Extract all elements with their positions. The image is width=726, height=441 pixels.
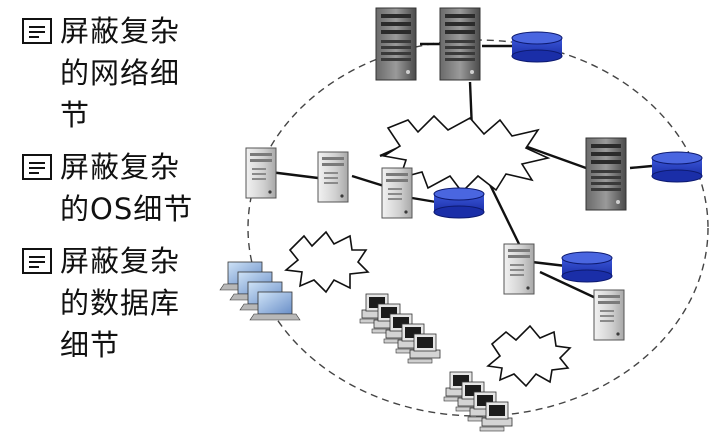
network-boundary-ring <box>247 39 709 417</box>
bullet-line: 的OS细节 <box>60 192 194 226</box>
bullet-line: 的网络细 <box>60 56 181 90</box>
bullet-line: 屏蔽复杂 <box>60 14 181 48</box>
bullet-line: 节 <box>60 98 91 132</box>
bullet-line: 屏蔽复杂 <box>60 150 181 184</box>
client-cluster <box>443 371 513 432</box>
server-icon <box>317 151 349 203</box>
database-icon <box>511 31 563 63</box>
bullet-item-os: 屏蔽复杂 的OS细节 <box>22 146 232 230</box>
bullet-line: 细节 <box>60 328 121 362</box>
database-icon <box>651 151 703 183</box>
bullet-line: 的数据库 <box>60 286 181 320</box>
bullet-line: 屏蔽复杂 <box>60 244 181 278</box>
bullet-list: 屏蔽复杂 的网络细 节 屏蔽复杂 的OS细节 屏蔽复杂 的数据库 细节 <box>22 10 232 376</box>
server-icon <box>245 147 277 199</box>
cloud-network-icon <box>486 324 572 388</box>
server-icon <box>381 167 413 219</box>
server-icon <box>439 7 481 81</box>
list-bullet-icon <box>22 18 52 44</box>
server-icon <box>503 243 535 295</box>
database-icon <box>561 251 613 283</box>
bullet-item-network: 屏蔽复杂 的网络细 节 <box>22 10 232 136</box>
list-bullet-icon <box>22 154 52 180</box>
server-icon <box>585 137 627 211</box>
server-icon <box>375 7 417 81</box>
server-icon <box>593 289 625 341</box>
bullet-item-database: 屏蔽复杂 的数据库 细节 <box>22 240 232 366</box>
list-bullet-icon <box>22 248 52 274</box>
database-icon <box>433 187 485 219</box>
cloud-network-icon <box>284 230 370 294</box>
client-cluster <box>359 293 441 364</box>
